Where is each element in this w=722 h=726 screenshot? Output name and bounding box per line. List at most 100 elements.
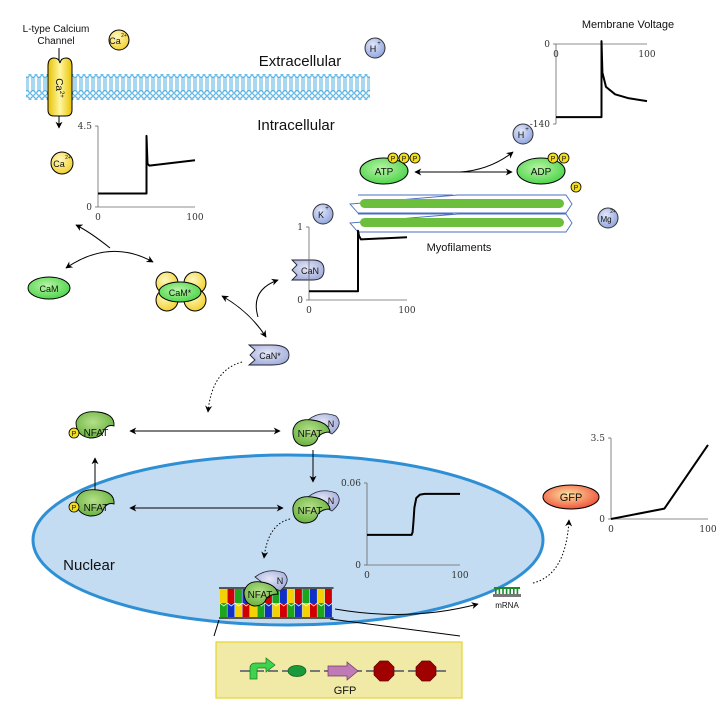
translation-dotted-arrow [532, 519, 573, 584]
gene-construct: GFP [215, 641, 463, 699]
x-tick-label: 100 [638, 50, 655, 60]
adp-molecule: ADP P P [516, 152, 570, 185]
svg-text:GFP: GFP [560, 492, 583, 504]
svg-text:P: P [391, 156, 396, 163]
svg-text:H: H [518, 130, 525, 140]
svg-text:CaN: CaN [301, 266, 319, 276]
y-tick-label: 0.06 [341, 479, 361, 489]
can-binding-arrow [255, 278, 279, 318]
cell-membrane [26, 74, 370, 100]
x-tick-label: 0 [608, 525, 614, 535]
dna-base [227, 589, 235, 603]
dna-base [250, 603, 257, 617]
channel-label-line2: Channel [37, 36, 74, 47]
mrna [493, 587, 521, 597]
svg-text:P: P [72, 505, 77, 512]
mrna-label: mRNA [495, 601, 519, 610]
svg-text:Ca2+: Ca2+ [53, 78, 64, 98]
y-tick-label: -140 [530, 120, 550, 130]
cam-protein: CaM [27, 276, 71, 300]
svg-text:CaN*: CaN* [259, 351, 281, 361]
chart-4: 3.5 00 100 [591, 434, 717, 535]
dna-base [302, 589, 310, 603]
y-tick-label: 4.5 [78, 122, 93, 132]
x-tick-label: 100 [186, 213, 203, 223]
series-line-GFP [610, 444, 709, 520]
nfat-to-dna-dotted-arrow [261, 518, 291, 559]
y-tick-label: 0 [297, 296, 303, 306]
free-phosphate: P [570, 181, 582, 193]
construct-callout-line-right [329, 618, 461, 637]
x-tick-label: 100 [699, 525, 716, 535]
terminator-icon [415, 660, 437, 682]
svg-text:N: N [277, 576, 284, 586]
y-tick-label: 0 [599, 515, 605, 525]
can-active-protein: CaN* [247, 344, 290, 366]
svg-text:N: N [328, 419, 335, 429]
channel-label-line1: L-type Calcium [23, 24, 90, 35]
dna-base [310, 589, 317, 603]
channel-ca-charge: 2+ [58, 91, 64, 98]
svg-text:2+: 2+ [610, 209, 616, 215]
x-tick-label: 0 [306, 306, 312, 316]
dna-base [272, 603, 280, 617]
svg-text:Mg: Mg [600, 215, 611, 224]
svg-text:Ca: Ca [53, 159, 65, 169]
svg-text:NFAT: NFAT [84, 503, 109, 514]
l-type-calcium-channel: Ca2+ [47, 57, 73, 117]
dna-base [317, 589, 325, 603]
extracellular-label: Extracellular [259, 53, 342, 70]
svg-text:P: P [402, 156, 407, 163]
svg-text:NFAT: NFAT [298, 506, 323, 517]
svg-text:ADP: ADP [531, 167, 552, 178]
y-tick-label: 1 [297, 223, 303, 233]
potassium-ion: K + [312, 203, 334, 225]
series-line-active-calcineurin [309, 229, 408, 293]
svg-text:K: K [318, 210, 324, 220]
gfp-cds-icon [327, 661, 359, 681]
cam-active-complex: CaM* [155, 271, 207, 312]
svg-text:P: P [413, 156, 418, 163]
dna-base [227, 603, 235, 617]
dna-base [257, 603, 265, 617]
nfat-can-complex-nuclear: N NFAT [292, 490, 340, 524]
series-line-nuclear-NFAT [367, 492, 460, 536]
can-activation-arrow [221, 295, 267, 338]
dna-base [325, 589, 332, 603]
y-tick-label: 0 [355, 561, 361, 571]
dna-base [235, 603, 242, 617]
svg-text:NFAT: NFAT [248, 590, 273, 601]
svg-text:N: N [328, 496, 335, 506]
dna-base [220, 589, 227, 603]
svg-text:P: P [551, 156, 556, 163]
svg-text:Ca: Ca [109, 36, 121, 46]
dna-base [310, 603, 317, 617]
gfp-protein: GFP [542, 484, 600, 510]
terminator-icon [373, 660, 395, 682]
calcium-to-complex-arrow [75, 224, 111, 249]
svg-text:P: P [574, 185, 579, 192]
series-line-calcium [98, 134, 196, 195]
myofilaments-label: Myofilaments [427, 242, 492, 254]
can-to-nfat-dotted-arrow [205, 361, 243, 413]
channel-ca-label: Ca [53, 78, 64, 91]
svg-text:CaM: CaM [39, 284, 58, 294]
hydrogen-ion-intracellular: H + [512, 123, 534, 145]
can-protein: CaN [290, 259, 325, 281]
y-tick-label: 3.5 [591, 434, 606, 444]
dna-base [220, 603, 227, 617]
promoter-arrow-icon [249, 657, 276, 680]
svg-text:CaM*: CaM* [169, 288, 192, 298]
dna-base [295, 589, 302, 603]
intracellular-label: Intracellular [257, 117, 335, 134]
calcium-ion-extracellular: Ca 2+ [108, 29, 130, 51]
nfat-phosphorylated-nuclear: P NFAT [68, 489, 115, 517]
y-tick-label: 0 [86, 203, 92, 213]
proton-release-arrow [459, 151, 514, 173]
nfat-phosphorylated-cytosolic: P NFAT [68, 411, 115, 439]
dna-base [280, 603, 287, 617]
svg-text:+: + [377, 41, 381, 47]
myofilaments [349, 194, 573, 233]
